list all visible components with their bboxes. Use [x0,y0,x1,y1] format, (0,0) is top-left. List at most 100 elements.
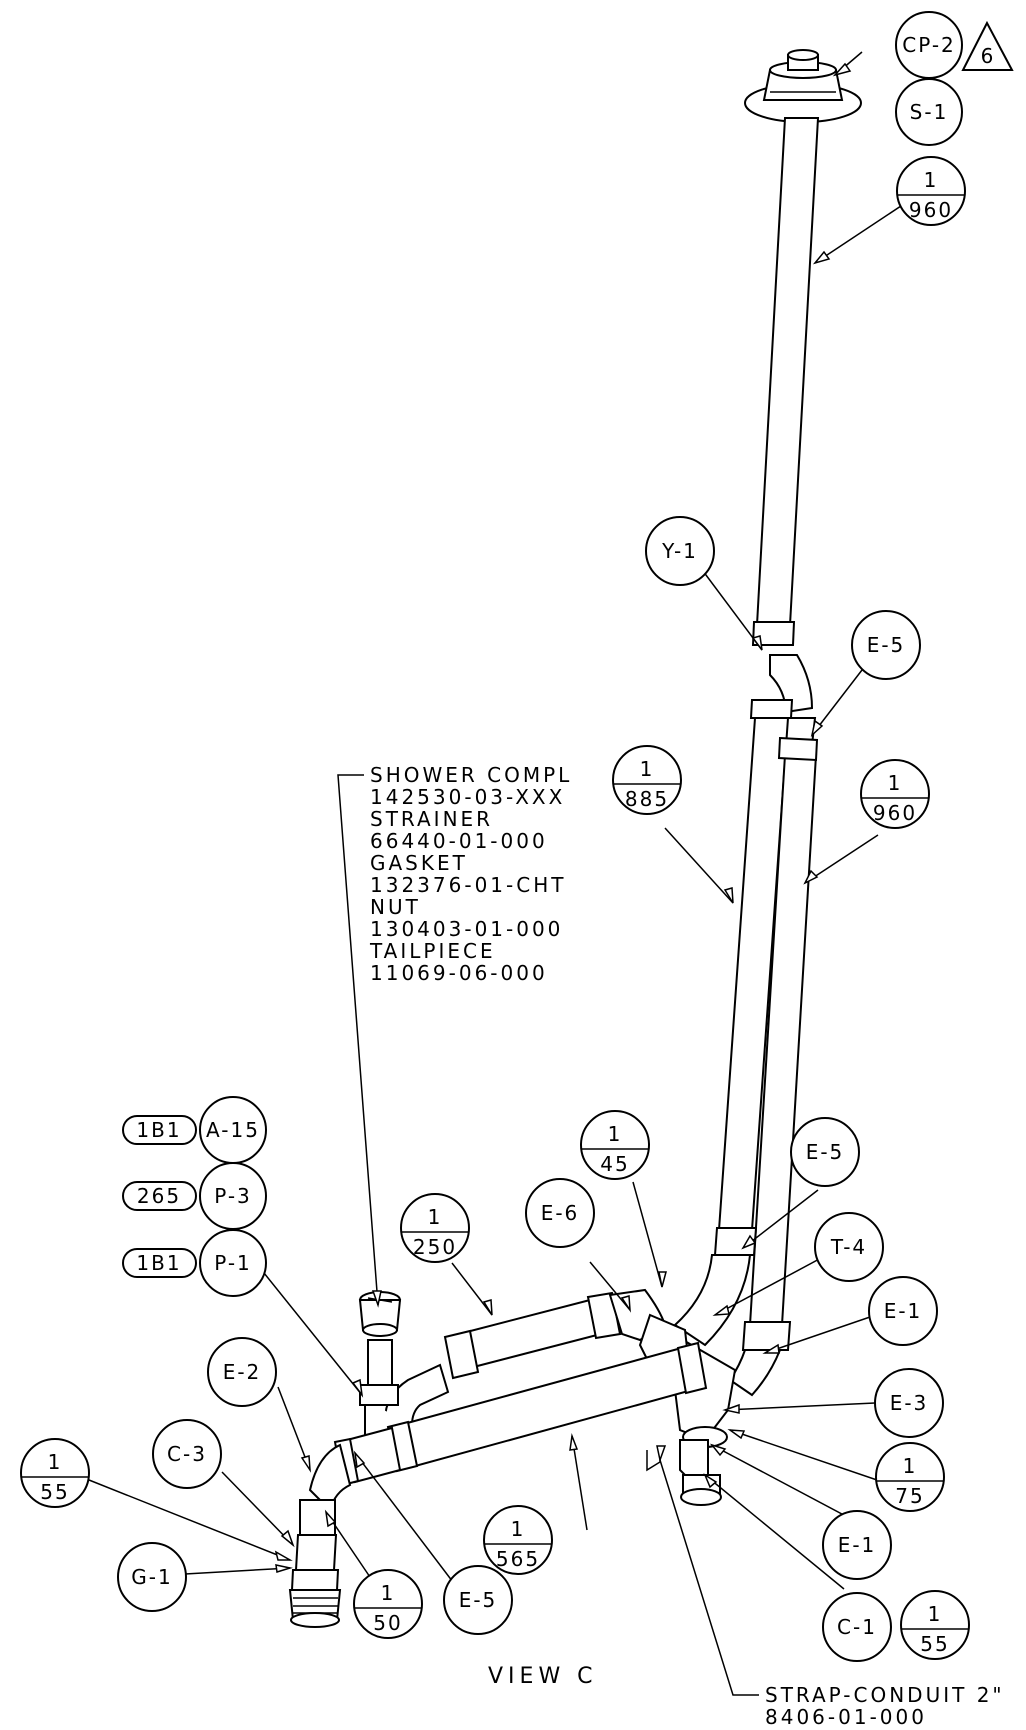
svg-text:1: 1 [428,1205,443,1229]
length-callout-50: 1 50 [353,1569,423,1639]
callout-a15: A-15 [199,1096,267,1164]
svg-text:885: 885 [625,787,669,811]
length-callout-885: 1 885 [612,745,682,815]
callout-e3: E-3 [874,1368,944,1438]
svg-text:1: 1 [381,1581,396,1605]
svg-text:P-1: P-1 [214,1251,252,1275]
strap-note: STRAP-CONDUIT 2" 8406-01-000 [765,1683,1005,1729]
shower-note-line: 132376-01-CHT [370,873,566,897]
svg-text:1: 1 [608,1122,623,1146]
svg-text:250: 250 [413,1235,457,1259]
length-callout-960-top: 1 960 [896,156,966,226]
svg-text:960: 960 [909,198,953,222]
pill-tag-p1: 1B1 [122,1248,197,1278]
pill-tag-p3: 265 [122,1181,197,1211]
svg-text:E-5: E-5 [459,1588,498,1612]
vent-cap [744,49,862,123]
revision-number: 6 [981,44,996,68]
callout-e6: E-6 [525,1178,595,1248]
length-callout-960-mid: 1 960 [860,759,930,829]
svg-text:1: 1 [903,1454,918,1478]
svg-text:P-3: P-3 [214,1184,252,1208]
shower-note-line: 11069-06-000 [370,961,548,985]
callout-g1: G-1 [117,1542,187,1612]
svg-text:E-5: E-5 [867,633,906,657]
svg-text:1: 1 [48,1450,63,1474]
pipe-565 [398,1345,694,1470]
length-callout-75: 1 75 [875,1442,945,1512]
svg-text:T-4: T-4 [830,1235,867,1259]
shower-note-line: GASKET [370,851,468,875]
callout-e5-top: E-5 [851,610,921,680]
svg-text:E-1: E-1 [838,1533,877,1557]
svg-text:E-3: E-3 [890,1391,929,1415]
svg-text:G-1: G-1 [131,1565,172,1589]
callout-e5-mid: E-5 [790,1117,860,1187]
svg-text:E-6: E-6 [541,1201,580,1225]
svg-text:45: 45 [600,1152,629,1176]
leader-lines [88,51,914,1696]
length-callout-565: 1 565 [483,1505,553,1575]
length-callouts: 1 960 1 885 1 960 1 45 1 250 [20,156,970,1660]
arrowheads [274,62,852,1573]
length-callout-45: 1 45 [580,1110,650,1180]
callout-bubbles: CP-2 S-1 Y-1 E-5 A-15 P-3 P-1 E-6 [117,11,963,1662]
callout-c3: C-3 [152,1419,222,1489]
vent-pipe-960 [755,117,820,626]
callout-e2: E-2 [207,1337,277,1407]
svg-text:1B1: 1B1 [136,1118,181,1142]
shower-note-line: TAILPIECE [369,939,496,963]
svg-text:E-5: E-5 [806,1140,845,1164]
callout-p1: P-1 [199,1229,267,1297]
callout-e1-low: E-1 [822,1510,892,1580]
svg-text:S-1: S-1 [910,100,949,124]
callout-cp2: CP-2 [895,11,963,79]
svg-text:CP-2: CP-2 [902,33,956,57]
shower-note: SHOWER COMPL 142530-03-XXX STRAINER 6644… [369,763,572,985]
callout-s1: S-1 [895,78,963,146]
svg-text:1: 1 [888,771,903,795]
svg-text:265: 265 [137,1184,181,1208]
pill-tag-a15: 1B1 [122,1115,197,1145]
svg-text:E-1: E-1 [884,1299,923,1323]
length-callout-55-left: 1 55 [20,1438,90,1508]
svg-text:C-3: C-3 [167,1442,207,1466]
strap-note-line: STRAP-CONDUIT 2" [765,1683,1005,1707]
svg-text:Y-1: Y-1 [661,539,698,563]
svg-text:75: 75 [895,1484,924,1508]
svg-text:55: 55 [920,1632,949,1656]
callout-t4: T-4 [814,1212,884,1282]
shower-note-line: SHOWER COMPL [370,763,572,787]
shower-note-line: 130403-01-000 [370,917,563,941]
svg-text:C-1: C-1 [837,1615,877,1639]
callout-c1: C-1 [822,1592,892,1662]
callout-y1: Y-1 [645,516,715,586]
svg-text:1: 1 [928,1602,943,1626]
svg-text:1: 1 [924,168,939,192]
view-label: VIEW C [488,1664,598,1689]
shower-note-line: STRAINER [370,807,493,831]
svg-text:A-15: A-15 [206,1118,260,1142]
length-callout-250: 1 250 [400,1193,470,1263]
svg-text:1B1: 1B1 [136,1251,181,1275]
callout-e1-right: E-1 [868,1276,938,1346]
shower-note-line: 66440-01-000 [370,829,548,853]
svg-text:1: 1 [511,1517,526,1541]
callout-e5-low: E-5 [443,1565,513,1635]
svg-text:55: 55 [40,1480,69,1504]
revision-triangle: 6 [961,20,1014,71]
svg-text:50: 50 [373,1611,402,1635]
shower-strainer [358,1291,402,1337]
svg-text:565: 565 [496,1547,540,1571]
shower-note-line: 142530-03-XXX [370,785,565,809]
callout-p3: P-3 [199,1162,267,1230]
strap-note-line: 8406-01-000 [765,1705,927,1729]
pill-tags: 1B1 265 1B1 [122,1115,197,1278]
svg-text:1: 1 [640,757,655,781]
shower-note-line: NUT [370,895,421,919]
length-callout-55-right: 1 55 [900,1590,970,1660]
piping-assembly [288,49,862,1628]
svg-text:E-2: E-2 [223,1360,262,1384]
svg-text:960: 960 [873,801,917,825]
